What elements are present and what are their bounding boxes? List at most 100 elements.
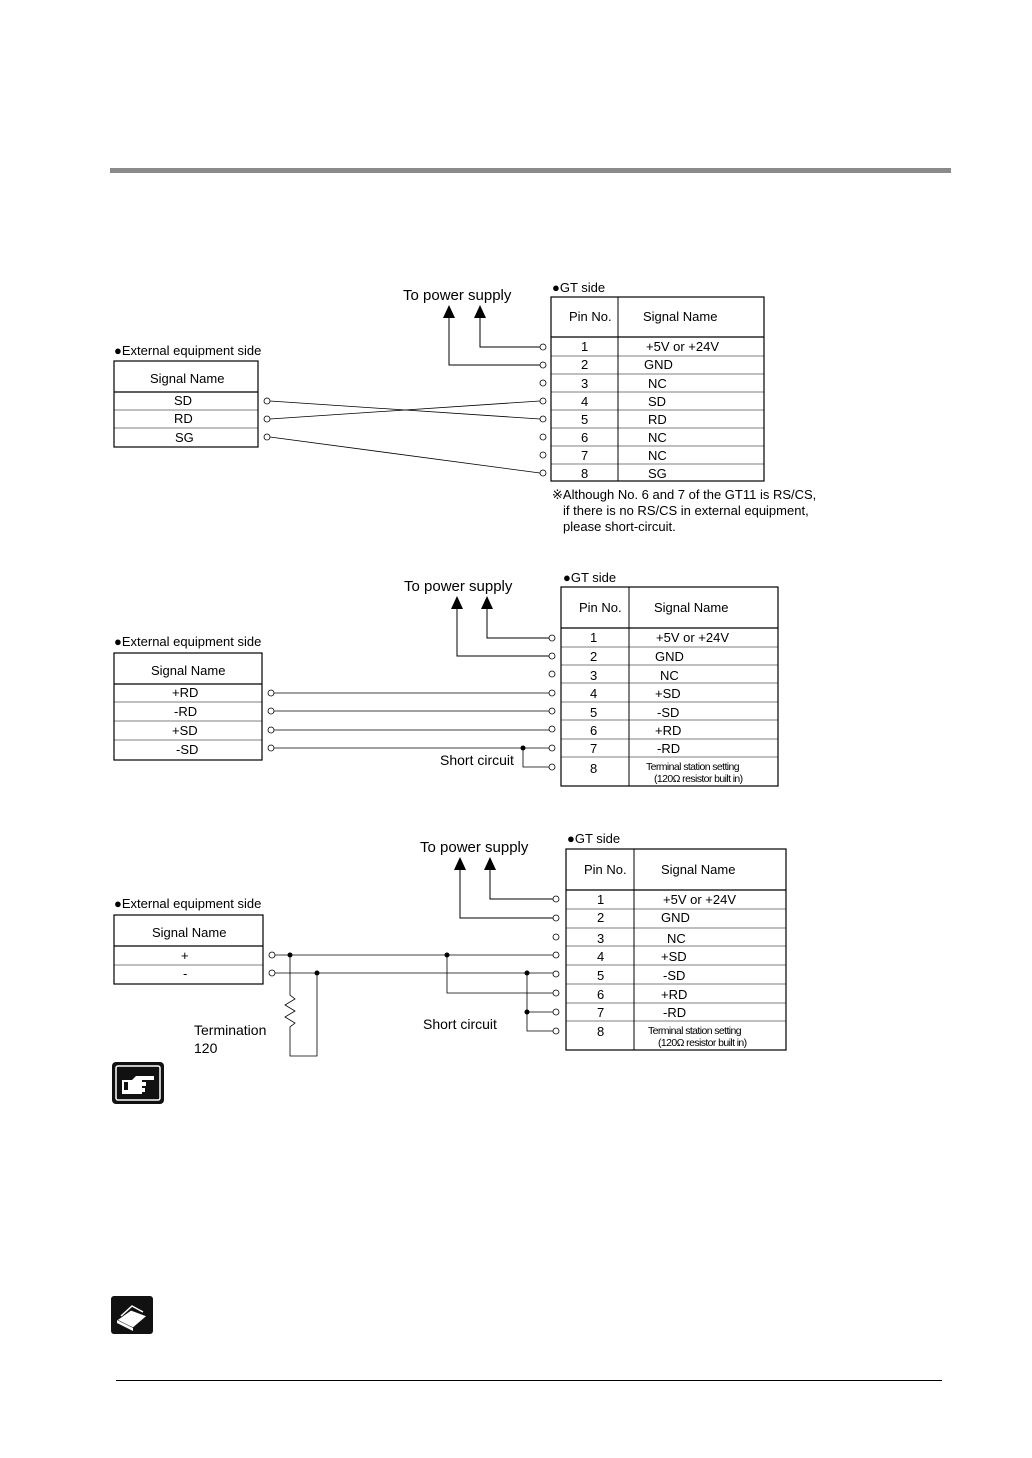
arrow-up-icon: [484, 857, 496, 870]
svg-text:2: 2: [597, 910, 604, 925]
svg-text:NC: NC: [648, 448, 667, 463]
external-side-label: ●External equipment side: [114, 896, 261, 911]
gt-signal-names: +5V or +24V GND NC +SD -SD +RD -RD: [661, 892, 736, 1020]
svg-text:if there is no RS/CS in extern: if there is no RS/CS in external equipme…: [563, 503, 809, 518]
gt-side-label: ●GT side: [552, 280, 605, 295]
arrow-up-icon: [451, 596, 463, 609]
note-text: ※Although No. 6 and 7 of the GT11 is RS/…: [552, 487, 816, 534]
svg-text:4: 4: [581, 394, 588, 409]
arrow-up-icon: [443, 305, 455, 318]
arrow-up-icon: [454, 857, 466, 870]
svg-text:3: 3: [581, 376, 588, 391]
gt-signal-names: +5V or +24V GND NC SD RD NC NC SG: [644, 339, 719, 481]
terminal-resistor-label: (120Ω resistor built in): [654, 773, 743, 785]
pin-no-header: Pin No.: [584, 862, 627, 877]
footer-rule: [116, 1380, 942, 1381]
diagram-3-rs485: To power supply ●GT side Pin No. Signal …: [113, 831, 787, 1057]
svg-text:SD: SD: [648, 394, 666, 409]
wires: [275, 954, 553, 1057]
gt-side-label: ●GT side: [563, 570, 616, 585]
svg-text:+SD: +SD: [655, 686, 681, 701]
diagram-2-rs422: To power supply ●GT side Pin No. Signal …: [113, 570, 779, 787]
external-side-label: ●External equipment side: [114, 634, 261, 649]
svg-text:1: 1: [590, 630, 597, 645]
svg-text:6: 6: [597, 987, 604, 1002]
ext-signal: +: [181, 948, 189, 963]
svg-text:+RD: +RD: [661, 987, 687, 1002]
svg-text:1: 1: [581, 339, 588, 354]
svg-text:NC: NC: [667, 931, 686, 946]
ext-signal: -SD: [176, 742, 198, 757]
svg-text:+SD: +SD: [661, 949, 687, 964]
svg-text:5: 5: [597, 968, 604, 983]
svg-text:-SD: -SD: [657, 705, 679, 720]
termination-value: 120: [194, 1040, 218, 1056]
svg-text:GND: GND: [644, 357, 673, 372]
svg-text:-SD: -SD: [663, 968, 685, 983]
ext-signal-name-header: Signal Name: [150, 371, 224, 386]
power-supply-label: To power supply: [420, 839, 529, 856]
svg-text:7: 7: [597, 1005, 604, 1020]
ext-signal: +SD: [172, 723, 198, 738]
ext-signal: -RD: [174, 704, 197, 719]
gt-terminals: [539, 343, 547, 477]
svg-text:7: 7: [581, 448, 588, 463]
svg-text:GND: GND: [655, 649, 684, 664]
svg-text:-RD: -RD: [657, 741, 680, 756]
svg-text:+5V or +24V: +5V or +24V: [646, 339, 719, 354]
svg-text:6: 6: [590, 723, 597, 738]
gt-terminals: [552, 895, 560, 1035]
ext-signal-name-header: Signal Name: [152, 925, 226, 940]
svg-text:5: 5: [581, 412, 588, 427]
svg-text:3: 3: [597, 931, 604, 946]
terminal-setting-label: Terminal station setting: [648, 1025, 742, 1037]
termination-label: Termination: [194, 1022, 266, 1038]
svg-text:8: 8: [597, 1024, 604, 1039]
svg-text:+5V or +24V: +5V or +24V: [656, 630, 729, 645]
svg-text:NC: NC: [648, 430, 667, 445]
signal-name-header: Signal Name: [643, 309, 717, 324]
ext-signal: +RD: [172, 685, 198, 700]
pin-no-header: Pin No.: [579, 600, 622, 615]
ext-signal: SG: [175, 430, 194, 445]
arrow-up-icon: [474, 305, 486, 318]
svg-text:SG: SG: [648, 466, 667, 481]
signal-name-header: Signal Name: [661, 862, 735, 877]
svg-text:NC: NC: [660, 668, 679, 683]
svg-text:8: 8: [590, 761, 597, 776]
arrow-up-icon: [481, 596, 493, 609]
gt-signal-names: +5V or +24V GND NC +SD -SD +RD -RD: [655, 630, 729, 756]
pin-numbers: 1 2 3 4 5 6 7 8: [581, 339, 588, 481]
svg-text:RD: RD: [648, 412, 667, 427]
wires: [274, 692, 549, 768]
svg-text:2: 2: [581, 357, 588, 372]
svg-text:+5V or +24V: +5V or +24V: [663, 892, 736, 907]
svg-text:3: 3: [590, 668, 597, 683]
svg-text:8: 8: [581, 466, 588, 481]
svg-text:please short-circuit.: please short-circuit.: [563, 519, 676, 534]
open-book-icon: [111, 1296, 153, 1334]
svg-text:NC: NC: [648, 376, 667, 391]
wires: [269, 400, 541, 474]
termination-resistor: [284, 955, 318, 1057]
short-circuit-label: Short circuit: [423, 1016, 497, 1032]
svg-text:+RD: +RD: [655, 723, 681, 738]
ext-signal: -: [183, 966, 187, 981]
terminal-resistor-label: (120Ω resistor built in): [658, 1037, 747, 1049]
svg-text:7: 7: [590, 741, 597, 756]
pin-numbers: 1 2 3 4 5 6 7 8: [597, 892, 604, 1039]
short-circuit-label: Short circuit: [440, 752, 514, 768]
power-supply-label: To power supply: [403, 287, 512, 304]
pin-numbers: 1 2 3 4 5 6 7 8: [590, 630, 597, 776]
diagram-1-rs232: To power supply ●GT side Pin No. Signal …: [113, 280, 816, 534]
svg-text:GND: GND: [661, 910, 690, 925]
svg-text:4: 4: [597, 949, 604, 964]
power-supply-label: To power supply: [404, 578, 513, 595]
external-side-label: ●External equipment side: [114, 343, 261, 358]
svg-text:4: 4: [590, 686, 597, 701]
ext-signal-name-header: Signal Name: [151, 663, 225, 678]
terminal-setting-label: Terminal station setting: [646, 761, 740, 773]
ext-signal: RD: [174, 411, 193, 426]
pin-no-header: Pin No.: [569, 309, 612, 324]
